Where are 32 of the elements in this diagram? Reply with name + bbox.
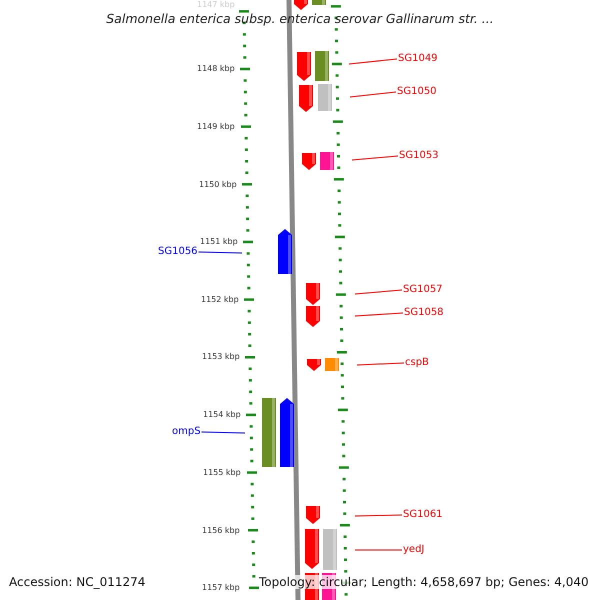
scale-label: 1148 kbp	[197, 64, 235, 74]
leader-line	[198, 252, 242, 254]
leader-line	[348, 58, 398, 64]
leader-line	[356, 362, 404, 366]
gene-label: ompS	[172, 426, 201, 438]
leader-line	[354, 312, 404, 316]
scale-label: 1154 kbp	[203, 410, 241, 420]
scale-label: 1156 kbp	[202, 526, 240, 536]
leader-line	[352, 156, 398, 160]
gene-label: SG1057	[403, 284, 443, 296]
scale-label: 1153 kbp	[202, 352, 240, 362]
gene-label: SG1053	[399, 150, 439, 162]
gene-label: SG1058	[404, 307, 444, 319]
leader-line	[350, 92, 396, 98]
scale-label: 1157 kbp	[202, 583, 240, 593]
gene-label: yedJ	[403, 544, 424, 556]
scale-label: 1151 kbp	[200, 237, 238, 247]
scale-label: 1155 kbp	[203, 468, 241, 478]
gene-label: SG1050	[397, 86, 437, 98]
genome-info-text: Topology: circular; Length: 4,658,697 bp; Genes: 4,040	[259, 575, 589, 589]
gene-label: SG1061	[403, 509, 443, 521]
scale-label: 1149 kbp	[197, 122, 235, 132]
scale-label: 1150 kbp	[199, 180, 237, 190]
gene-label: SG1056	[158, 246, 198, 258]
title: Salmonella enterica subsp. enterica serovar Gallinarum str. ...	[105, 11, 495, 27]
gene-label: SG1049	[398, 53, 438, 65]
accession-text: Accession: NC_011274	[9, 575, 146, 589]
gene-label: cspB	[405, 357, 429, 369]
scale-label: 1152 kbp	[201, 295, 239, 305]
leader-line	[354, 290, 402, 294]
leader-line	[201, 432, 246, 434]
leader-line	[354, 514, 402, 516]
